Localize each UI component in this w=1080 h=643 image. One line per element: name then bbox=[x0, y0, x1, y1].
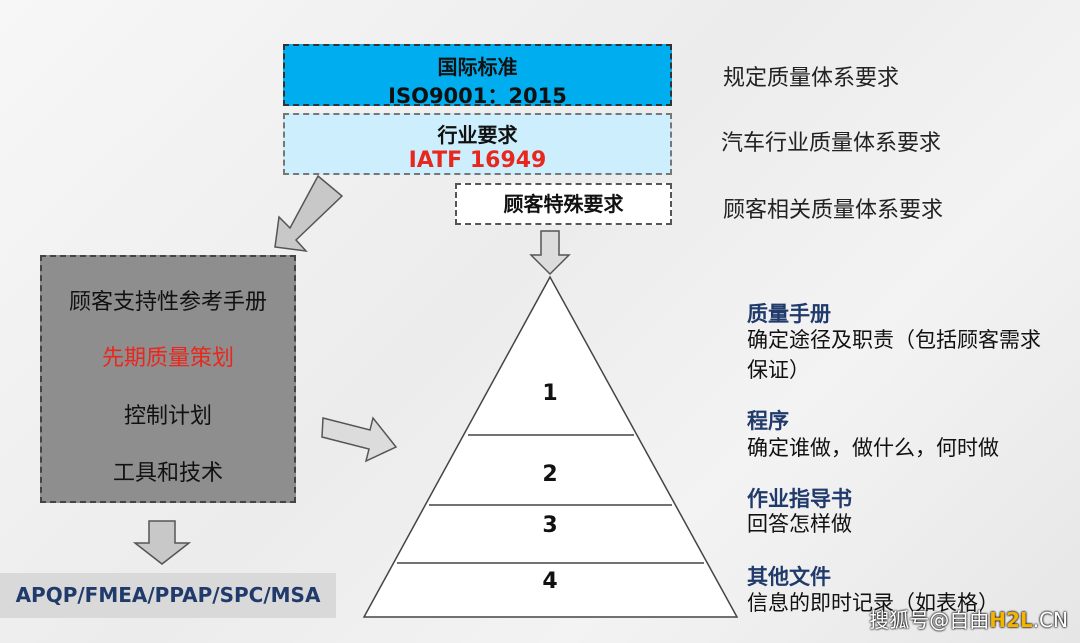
pyramid-level-4: 4 bbox=[542, 569, 558, 594]
panel-item-tools: 工具和技术 bbox=[112, 461, 223, 486]
desc-text-work-instruction: 回答怎样做 bbox=[747, 512, 852, 536]
desc-text-procedure: 确定谁做，做什么，何时做 bbox=[747, 436, 999, 460]
industry-requirement-title: 行业要求 bbox=[437, 123, 518, 147]
customer-specific-label: 顾客特殊要求 bbox=[503, 192, 624, 216]
pyramid-shape bbox=[362, 275, 739, 618]
desc-title-work-instruction: 作业指导书 bbox=[747, 487, 852, 511]
left-reference-panel: 顾客支持性参考手册 先期质量策划 控制计划 工具和技术 bbox=[40, 255, 296, 503]
desc-title-quality-manual: 质量手册 bbox=[747, 302, 831, 326]
iso-standard-box: 国际标准 ISO9001：2015 bbox=[283, 44, 672, 108]
desc-title-procedure: 程序 bbox=[747, 409, 789, 433]
industry-requirement-box: 行业要求 IATF 16949 bbox=[283, 113, 672, 175]
iso-standard-code: ISO9001：2015 bbox=[388, 84, 567, 108]
desc-text-quality-manual: 确定途径及职责（包括顾客需求保证） bbox=[747, 328, 1041, 382]
right-arrow-icon bbox=[321, 416, 398, 463]
pyramid-level-1: 1 bbox=[542, 381, 558, 406]
panel-item-control-plan: 控制计划 bbox=[123, 404, 212, 429]
watermark: 搜狐号@自由H2L.CN bbox=[869, 604, 1068, 633]
panel-item-reference-manual: 顾客支持性参考手册 bbox=[68, 290, 267, 315]
down-arrow-pyramid-icon bbox=[529, 230, 571, 276]
watermark-brand: H2L bbox=[989, 608, 1033, 632]
panel-item-apqp: 先期质量策划 bbox=[101, 346, 234, 371]
diagonal-arrow-icon bbox=[274, 174, 344, 253]
note-quality-system: 规定质量体系要求 bbox=[723, 66, 900, 91]
iso-standard-title: 国际标准 bbox=[437, 55, 518, 79]
pyramid-level-3: 3 bbox=[542, 513, 558, 538]
desc-text-other-docs: 信息的即时记录（如表格） bbox=[747, 591, 999, 615]
watermark-suffix: .CN bbox=[1032, 608, 1068, 632]
watermark-prefix: 搜狐号@自由 bbox=[869, 608, 990, 632]
down-arrow-footer-icon bbox=[132, 520, 192, 565]
note-auto-industry: 汽车行业质量体系要求 bbox=[721, 131, 942, 156]
industry-requirement-code: IATF 16949 bbox=[408, 148, 547, 173]
desc-title-other-docs: 其他文件 bbox=[747, 565, 831, 589]
core-tools-footer: APQP/FMEA/PPAP/SPC/MSA bbox=[0, 573, 336, 618]
pyramid-level-2: 2 bbox=[542, 462, 558, 487]
customer-specific-box: 顾客特殊要求 bbox=[455, 183, 672, 225]
note-customer-related: 顾客相关质量体系要求 bbox=[723, 198, 944, 223]
